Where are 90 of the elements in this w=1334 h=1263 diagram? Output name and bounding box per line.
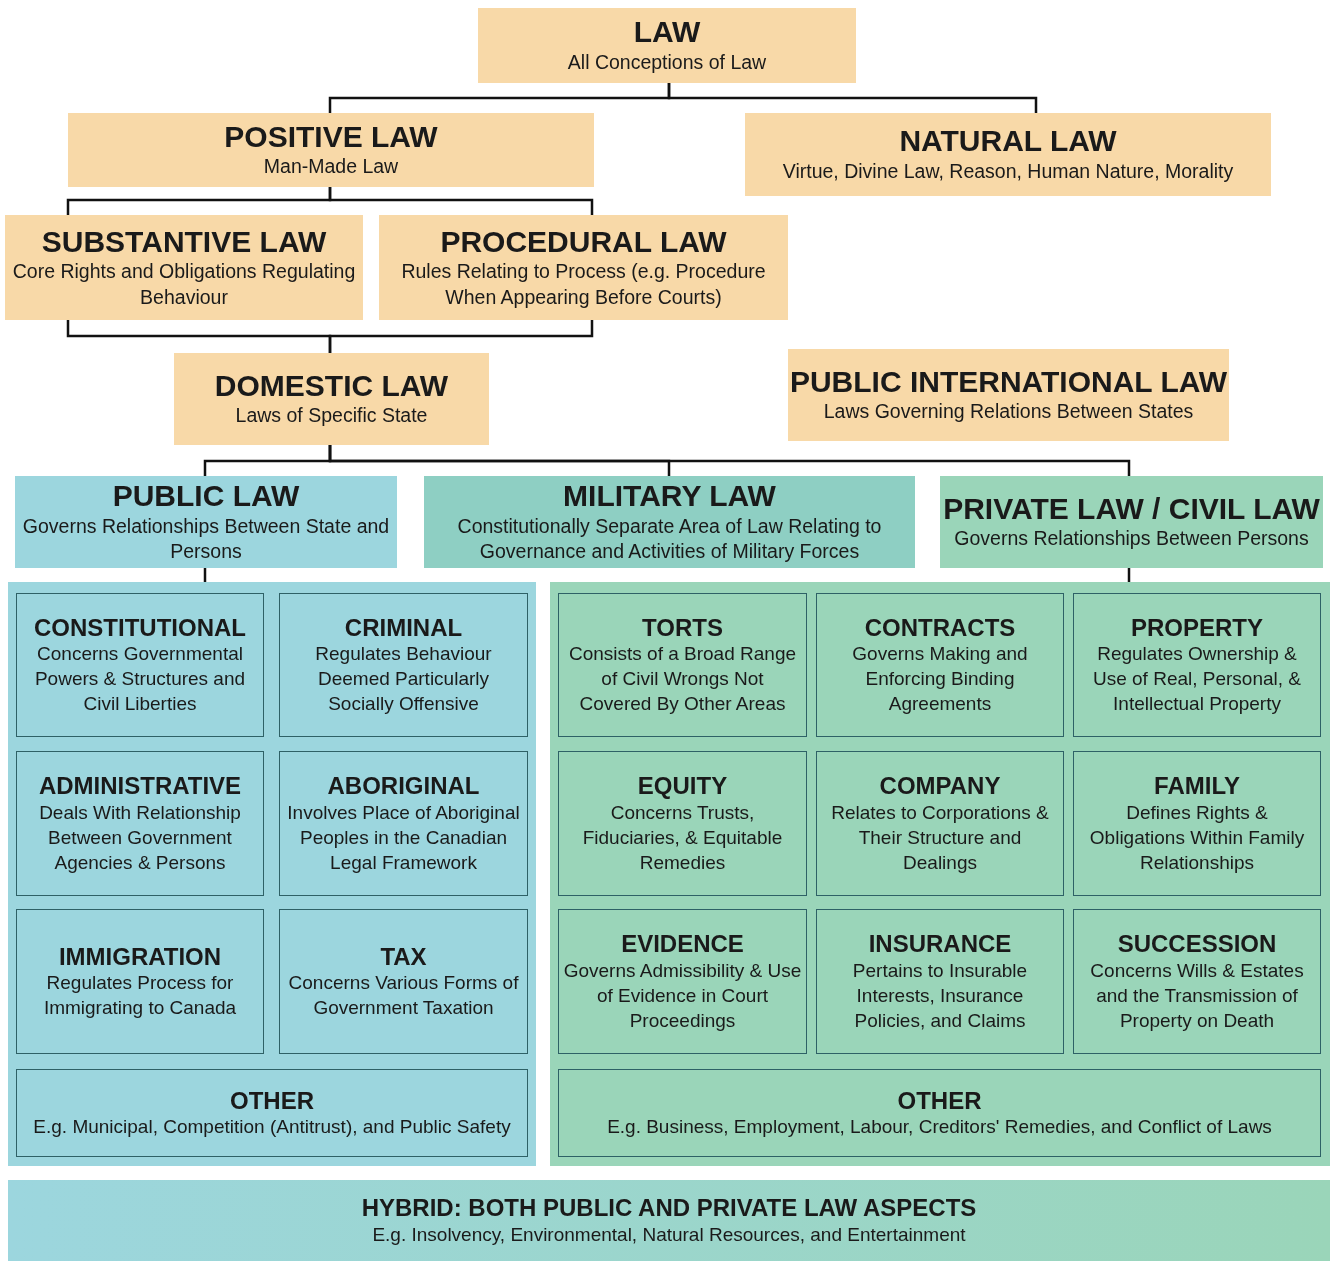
box-description: Governs Admissibility & Use of Evidence in Court Proceedings [563,958,802,1033]
box-heading: ADMINISTRATIVE [38,772,242,800]
category-box [8,1180,1330,1261]
category-box [174,353,489,445]
category-box [1073,751,1321,896]
category-box [279,593,528,737]
box-description: Regulates Behaviour Deemed Particularly Socially Offensive [314,642,493,717]
box-description: Governs Relationships Between Persons [954,526,1309,552]
group-panel [8,582,536,1166]
connector-line [328,320,594,353]
category-box [279,751,528,896]
box-heading: SUCCESSION [1117,930,1277,958]
box-description: Concerns Various Forms of Government Taxation [287,971,520,1021]
box-heading: TORTS [642,613,723,642]
category-box [558,1069,1321,1157]
category-box [16,751,264,896]
box-heading: IMMIGRATION [58,942,222,971]
category-box [558,751,807,896]
box-description: Regulates Ownership & Use of Real, Personal, & Intellectual Property [1091,642,1302,717]
box-heading: MILITARY LAW [563,479,776,514]
box-description: Governs Making and Enforcing Binding Agreements [851,642,1029,717]
category-box [816,593,1064,737]
category-box [424,476,915,568]
box-heading: CONSTITUTIONAL [34,613,246,642]
category-box [379,215,788,320]
box-heading: PROCEDURAL LAW [440,224,727,259]
category-box [16,909,264,1054]
box-description: Defines Rights & Obligations Within Family Relationships [1088,800,1306,875]
box-heading: OTHER [897,1086,982,1115]
box-description: Concerns Wills & Estates and the Transmission of Property on Death [1089,958,1305,1033]
category-box [788,349,1229,441]
box-heading: INSURANCE [868,930,1012,958]
category-box [478,8,856,83]
box-heading: EQUITY [637,772,728,800]
box-description: Constitutionally Separate Area of Law Relating to Governance and Activities of Military Forces [456,513,883,565]
box-heading: TAX [380,942,427,971]
group-panel [550,582,1330,1166]
category-box [16,1069,528,1157]
category-box [558,909,807,1054]
box-heading: FAMILY [1154,772,1240,800]
category-box [816,909,1064,1054]
category-box [816,751,1064,896]
box-heading: EVIDENCE [621,930,744,958]
box-description: Laws of Specific State [235,403,428,429]
category-box [16,593,264,737]
box-description: Involves Place of Aboriginal Peoples in the Canadian Legal Framework [286,800,521,875]
category-box [1073,909,1321,1054]
box-heading: NATURAL LAW [899,124,1117,159]
box-description: E.g. Municipal, Competition (Antitrust), and Public Safety [33,1115,511,1140]
box-description: E.g. Business, Employment, Labour, Creditors' Remedies, and Conflict of Laws [607,1115,1272,1140]
box-description: Virtue, Divine Law, Reason, Human Nature, Morality [782,158,1234,184]
category-box [1073,593,1321,737]
box-description: Regulates Process for Immigrating to Canada [42,971,238,1021]
box-description: Governs Relationships Between State and Persons [21,513,391,565]
connector-line [667,83,1038,113]
box-heading: POSITIVE LAW [224,119,438,155]
category-box [745,113,1271,196]
box-description: Rules Relating to Process (e.g. Procedure When Appearing Before Courts) [400,259,767,310]
box-description: E.g. Insolvency, Environmental, Natural Resources, and Entertainment [372,1222,966,1247]
box-description: Laws Governing Relations Between States [823,399,1194,425]
box-description: Man-Made Law [263,154,399,180]
box-heading: CONTRACTS [864,613,1016,642]
box-description: Pertains to Insurable Interests, Insurance Policies, and Claims [851,958,1029,1033]
box-description: Concerns Governmental Powers & Structures and Civil Liberties [33,642,247,717]
box-description: Relates to Corporations & Their Structure and Dealings [830,800,1050,875]
category-box [558,593,807,737]
box-heading: OTHER [230,1086,314,1115]
box-description: Deals With Relationship Between Government Agencies & Persons [38,800,242,875]
category-box [15,476,397,568]
box-description: Concerns Trusts, Fiduciaries, & Equitable Remedies [581,800,784,875]
category-box [68,113,594,187]
box-heading: ABORIGINAL [327,772,480,800]
category-box [5,215,363,320]
box-heading: PRIVATE LAW / CIVIL LAW [943,491,1320,527]
connector-line [328,445,1131,476]
box-heading: PUBLIC INTERNATIONAL LAW [789,364,1228,400]
box-heading: PUBLIC LAW [112,479,300,514]
category-box [279,909,528,1054]
box-description: All Conceptions of Law [567,49,767,75]
box-heading: LAW [633,15,701,50]
box-heading: HYBRID: BOTH PUBLIC AND PRIVATE LAW ASPECTS [361,1194,977,1222]
box-description: Core Rights and Obligations Regulating Behaviour [11,259,357,310]
box-heading: SUBSTANTIVE LAW [41,224,327,259]
connector-line [328,187,594,215]
box-heading: COMPANY [879,772,1001,800]
box-description: Consists of a Broad Range of Civil Wrongs Not Covered By Other Areas [567,642,798,717]
box-heading: DOMESTIC LAW [214,368,449,404]
box-heading: CRIMINAL [344,613,463,642]
box-heading: PROPERTY [1131,613,1263,642]
category-box [940,476,1323,568]
